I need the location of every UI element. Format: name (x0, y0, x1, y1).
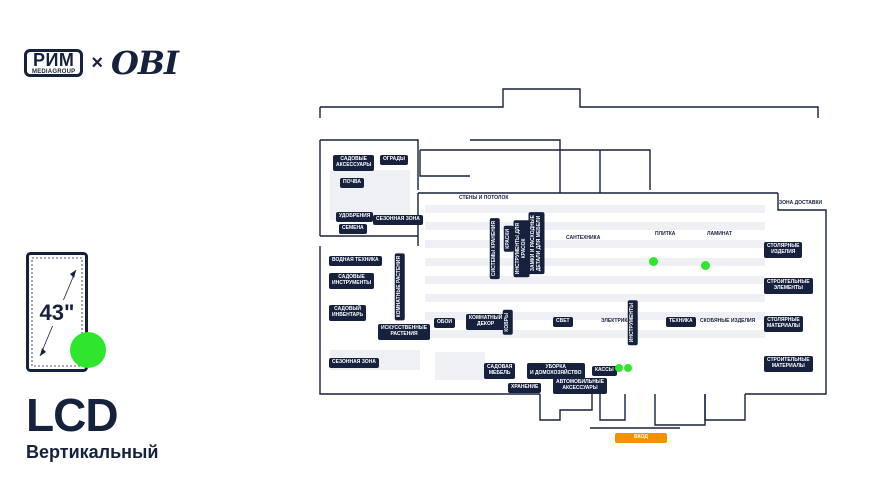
label-instrumenty: ИНСТРУМЕНТЫ (628, 300, 638, 346)
label-zona-dostavki: ЗОНА ДОСТАВКИ (779, 200, 823, 206)
top-room-left (419, 150, 470, 177)
bottom-room-mid (599, 394, 626, 421)
label-kassy: КАССЫ (592, 366, 617, 376)
label-sezonnaya-2: СЕЗОННАЯ ЗОНА (329, 358, 379, 368)
brand-logo: РИМ MEDIAGROUP × OBI (24, 44, 179, 82)
garden-wall-top (320, 139, 419, 190)
label-sadovye-aks: САДОВЫЕ АКСЕССУАРЫ (333, 155, 375, 171)
outer-wall-right (745, 193, 827, 395)
label-komn-rast: КОМНАТНЫЕ РАСТЕНИЯ (395, 253, 405, 321)
logo-separator: × (91, 51, 104, 74)
label-avto: АВТОМОБИЛЬНЫЕ АКСЕССУАРЫ (553, 378, 608, 394)
label-zamki: ЗАМКИ И РАСХОДНЫЕ ДЕТАЛИ ДЛЯ МЕБЕЛИ (529, 212, 545, 275)
top-room-upper (470, 139, 561, 150)
screen-location-marker (701, 261, 710, 270)
label-komn-dekor: КОМНАТНЫЙ ДЕКОР (466, 314, 506, 330)
bottom-rooms-left (539, 394, 593, 421)
label-udobreniya: УДОБРЕНИЯ (336, 212, 374, 222)
screen-location-marker (649, 257, 658, 266)
label-sezonnaya-1: СЕЗОННАЯ ЗОНА (373, 215, 423, 225)
label-pochva: ПОЧВА (340, 178, 364, 188)
obi-logo: OBI (111, 44, 179, 82)
label-svet: СВЕТ (553, 317, 573, 327)
rim-logo-subtext: MEDIAGROUP (32, 69, 76, 75)
top-rooms (420, 149, 651, 190)
label-stolyarnye-1: СТОЛЯРНЫЕ ИЗДЕЛИЯ (764, 242, 803, 258)
vertical-screen-icon: 43" (26, 252, 106, 372)
screen-size-label: 43" (39, 300, 75, 325)
label-elektrika: ЭЛЕКТРИКА (601, 318, 632, 324)
label-uborka: УБОРКА И ДОМОХОЗЯЙСТВО (527, 363, 585, 379)
label-sistemy: СИСТЕМЫ ХРАНЕНИЯ (490, 218, 500, 280)
outer-wall-top (320, 88, 819, 118)
page-title: LCD (26, 389, 119, 441)
label-kraski: КРАСКИ (504, 226, 514, 252)
label-ogrady: ОГРАДЫ (380, 155, 408, 165)
outer-wall-left-bottom (319, 246, 540, 395)
entrance-label: ВХОД (615, 433, 667, 443)
label-sad-mebel: САДОВАЯ МЕБЕЛЬ (484, 363, 516, 379)
label-santehnika: САНТЕХНИКА (566, 235, 601, 241)
shelf-rows (330, 170, 765, 380)
label-skobyanye: СКОБЯНЫЕ ИЗДЕЛИЯ (700, 318, 756, 324)
label-oboi: ОБОИ (434, 318, 455, 328)
label-plitka: ПЛИТКА (655, 231, 676, 237)
label-stroit-el: СТРОИТЕЛЬНЫЕ ЭЛЕМЕНТЫ (764, 278, 813, 294)
label-laminat: ЛАМИНАТ (707, 231, 732, 237)
bottom-room-right (654, 394, 706, 426)
label-semena: СЕМЕНА (339, 224, 367, 234)
label-tehnika: ТЕХНИКА (666, 317, 696, 327)
label-iskusstv: ИСКУССТВЕННЫЕ РАСТЕНИЯ (378, 324, 431, 340)
label-hranenie: ХРАНЕНИЕ (508, 383, 542, 393)
screen-location-marker (624, 364, 632, 372)
screen-marker (70, 332, 106, 368)
rim-logo: РИМ MEDIAGROUP (24, 49, 84, 77)
label-steny: СТЕНЫ И ПОТОЛОК (459, 195, 509, 201)
rim-logo-text: РИМ (32, 50, 75, 70)
screen-location-marker (615, 364, 623, 372)
label-vodnaya: ВОДНАЯ ТЕХНИКА (329, 256, 382, 266)
label-stolyarnye-2: СТОЛЯРНЫЕ МАТЕРИАЛЫ (764, 316, 803, 332)
label-sad-instr: САДОВЫЕ ИНСТРУМЕНТЫ (329, 273, 375, 289)
label-kovry: КОВРЫ (503, 310, 513, 335)
label-sad-inv: САДОВЫЙ ИНВЕНТАРЬ (329, 305, 367, 321)
label-stroit-mat: СТРОИТЕЛЬНЫЕ МАТЕРИАЛЫ (764, 356, 813, 372)
page-subtitle: Вертикальный (26, 442, 159, 462)
label-instr-krasok: ИНСТРУМЕНТЫ ДЛЯ КРАСОК (514, 220, 530, 278)
bottom-room-far (704, 394, 746, 421)
